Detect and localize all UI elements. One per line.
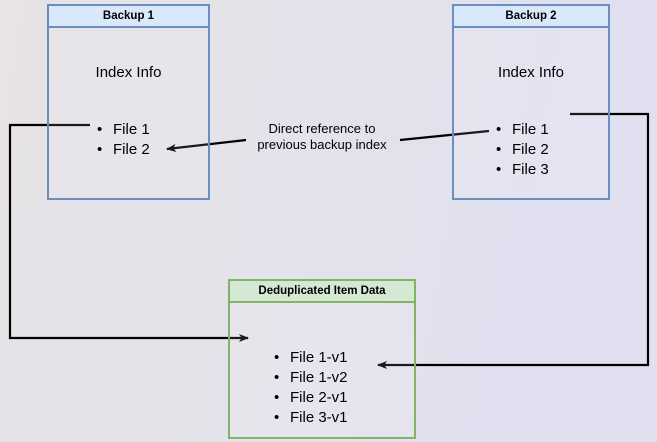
list-item: File 1-v2 <box>274 367 348 388</box>
backup-2-index-info-label: Index Info <box>498 64 564 81</box>
list-item: File 1 <box>496 119 549 140</box>
list-item: File 2 <box>97 139 150 160</box>
node-backup-2-header: Backup 2 <box>454 6 608 28</box>
list-item: File 1-v1 <box>274 347 348 368</box>
node-deduplicated-item-data-header: Deduplicated Item Data <box>230 281 414 303</box>
list-item: File 3-v1 <box>274 407 348 428</box>
list-item: File 3 <box>496 159 549 180</box>
node-backup-1-header: Backup 1 <box>49 6 208 28</box>
node-backup-1[interactable]: Backup 1 Index Info File 1 File 2 <box>47 4 210 200</box>
connector-label-direct-reference: Direct reference to previous backup inde… <box>257 121 387 152</box>
dedup-file-list: File 1-v1 File 1-v2 File 2-v1 File 3-v1 <box>274 347 348 428</box>
node-deduplicated-item-data[interactable]: Deduplicated Item Data File 1-v1 File 1-… <box>228 279 416 439</box>
node-deduplicated-item-data-body: File 1-v1 File 1-v2 File 2-v1 File 3-v1 <box>230 303 414 437</box>
list-item: File 1 <box>97 119 150 140</box>
list-item: File 2 <box>496 139 549 160</box>
list-item: File 2-v1 <box>274 387 348 408</box>
backup-1-index-info-label: Index Info <box>95 64 162 81</box>
node-backup-1-body: Index Info File 1 File 2 <box>49 28 208 198</box>
node-backup-2-body: Index Info File 1 File 2 File 3 <box>454 28 608 198</box>
backup-2-file-list: File 1 File 2 File 3 <box>496 119 549 180</box>
node-backup-2[interactable]: Backup 2 Index Info File 1 File 2 File 3 <box>452 4 610 200</box>
backup-1-file-list: File 1 File 2 <box>97 119 150 160</box>
